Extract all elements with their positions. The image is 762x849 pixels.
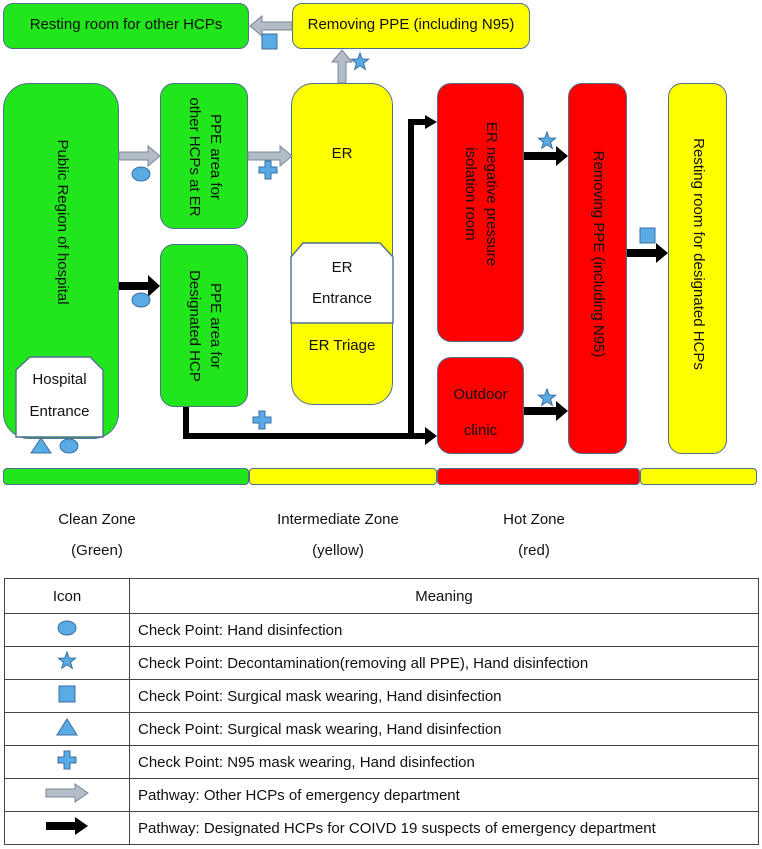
legend-meaning: Pathway: Other HCPs of emergency departm… — [129, 778, 759, 812]
outdoor-clinic: Outdoor clinic — [437, 357, 524, 454]
black-arrow-to-outdoor — [408, 427, 437, 445]
er-triage-label: ER Triage — [308, 337, 376, 354]
triangle-icon — [56, 718, 78, 736]
legend-meaning: Pathway: Designated HCPs for COIVD 19 su… — [129, 811, 759, 845]
star-icon — [57, 650, 77, 670]
star-icon — [350, 52, 370, 70]
legend-row: Check Point: Surgical mask wearing, Hand… — [4, 679, 759, 713]
resting-room-other-hcps: Resting room for other HCPs — [3, 3, 249, 49]
zone-bar-intermediate — [249, 468, 437, 485]
black-arrow-isolation-to-removing — [524, 146, 568, 166]
zone-bar-hot — [437, 468, 640, 485]
circle-icon — [131, 166, 151, 182]
gray-pathway-arrows — [118, 14, 354, 168]
black-arrow-icon — [46, 817, 88, 835]
legend-row: Check Point: N95 mask wearing, Hand disi… — [4, 745, 759, 779]
hospital-entrance-shape — [15, 356, 104, 438]
zone-hot-name: Hot Zone — [503, 511, 565, 528]
star-icon — [537, 131, 557, 149]
gray-arrow-public-to-ppe — [118, 144, 161, 168]
legend-row: Pathway: Other HCPs of emergency departm… — [4, 778, 759, 812]
black-arrow-removing-to-resting — [627, 243, 668, 263]
circle-icon — [59, 438, 79, 454]
black-pathway-arrows — [119, 115, 668, 445]
cross-icon — [57, 750, 77, 770]
square-icon — [639, 227, 656, 244]
gray-arrow-icon — [45, 783, 89, 803]
er-entrance-shape — [290, 242, 394, 324]
removing-ppe-right: Removing PPE (including N95) — [568, 83, 627, 454]
legend-header-meaning: Meaning — [129, 578, 759, 614]
outdoor-line2: clinic — [463, 422, 498, 439]
star-icon — [537, 388, 557, 406]
hospital-entrance-line2: Entrance — [29, 403, 90, 420]
cross-icon — [252, 410, 272, 430]
removing-ppe-top-label: Removing PPE (including N95) — [307, 16, 515, 33]
legend-row: Check Point: Hand disinfection — [4, 613, 759, 647]
er-entrance-line1: ER — [331, 259, 353, 276]
black-path-designated-to-outdoor — [183, 407, 408, 439]
gray-arrow-ppe-to-er — [247, 144, 293, 168]
legend-header-row: Icon Meaning — [4, 578, 759, 614]
legend-header-icon: Icon — [4, 578, 130, 614]
er-label: ER — [331, 145, 353, 162]
zone-hot-color: (red) — [518, 542, 550, 559]
zone-intermediate-name: Intermediate Zone — [277, 511, 399, 528]
zone-clean-name: Clean Zone — [58, 511, 136, 528]
legend-row: Check Point: Decontamination(removing al… — [4, 646, 759, 680]
hospital-entrance-line1: Hospital — [32, 371, 87, 388]
legend-meaning: Check Point: N95 mask wearing, Hand disi… — [129, 745, 759, 779]
resting-room-designated: Resting room for designated HCPs — [668, 83, 727, 454]
zone-intermediate-color: (yellow) — [312, 542, 364, 559]
black-arrowhead-isolation — [425, 115, 437, 129]
outdoor-line1: Outdoor — [453, 386, 508, 403]
black-arrow-outdoor-to-removing — [524, 401, 568, 421]
ppe-area-designated-hcp: PPE area for Designated HCP — [160, 244, 248, 407]
legend-meaning: Check Point: Surgical mask wearing, Hand… — [129, 712, 759, 746]
zone-clean-color: (Green) — [71, 542, 123, 559]
circle-icon — [131, 292, 151, 308]
cross-icon — [258, 160, 278, 180]
square-icon — [58, 685, 76, 703]
gray-arrow-er-up — [330, 49, 354, 84]
black-path-vertical — [408, 119, 427, 436]
circle-icon — [57, 620, 77, 636]
legend-row: Pathway: Designated HCPs for COIVD 19 su… — [4, 811, 759, 845]
legend-row: Check Point: Surgical mask wearing, Hand… — [4, 712, 759, 746]
zone-bar-clean — [3, 468, 249, 485]
square-icon — [261, 33, 278, 50]
triangle-icon — [30, 437, 52, 454]
legend-meaning: Check Point: Hand disinfection — [129, 613, 759, 647]
zone-bar-resting — [640, 468, 757, 485]
ppe-area-other-hcps: PPE area for other HCPs at ER — [160, 83, 248, 229]
removing-ppe-top: Removing PPE (including N95) — [292, 3, 530, 49]
diagram-overlay — [15, 14, 668, 454]
legend-meaning: Check Point: Decontamination(removing al… — [129, 646, 759, 680]
resting-room-other-label: Resting room for other HCPs — [29, 16, 223, 33]
gray-arrow-to-resting-other — [249, 14, 293, 38]
diagram-icons — [30, 33, 656, 454]
er-entrance-line2: Entrance — [311, 290, 373, 307]
black-arrow-public-to-designated — [119, 275, 160, 297]
er-isolation-room: ER negative pressure isolation room — [437, 83, 524, 342]
legend-meaning: Check Point: Surgical mask wearing, Hand… — [129, 679, 759, 713]
legend-table: Icon Meaning Check Point: Hand disinfect… — [4, 578, 759, 845]
